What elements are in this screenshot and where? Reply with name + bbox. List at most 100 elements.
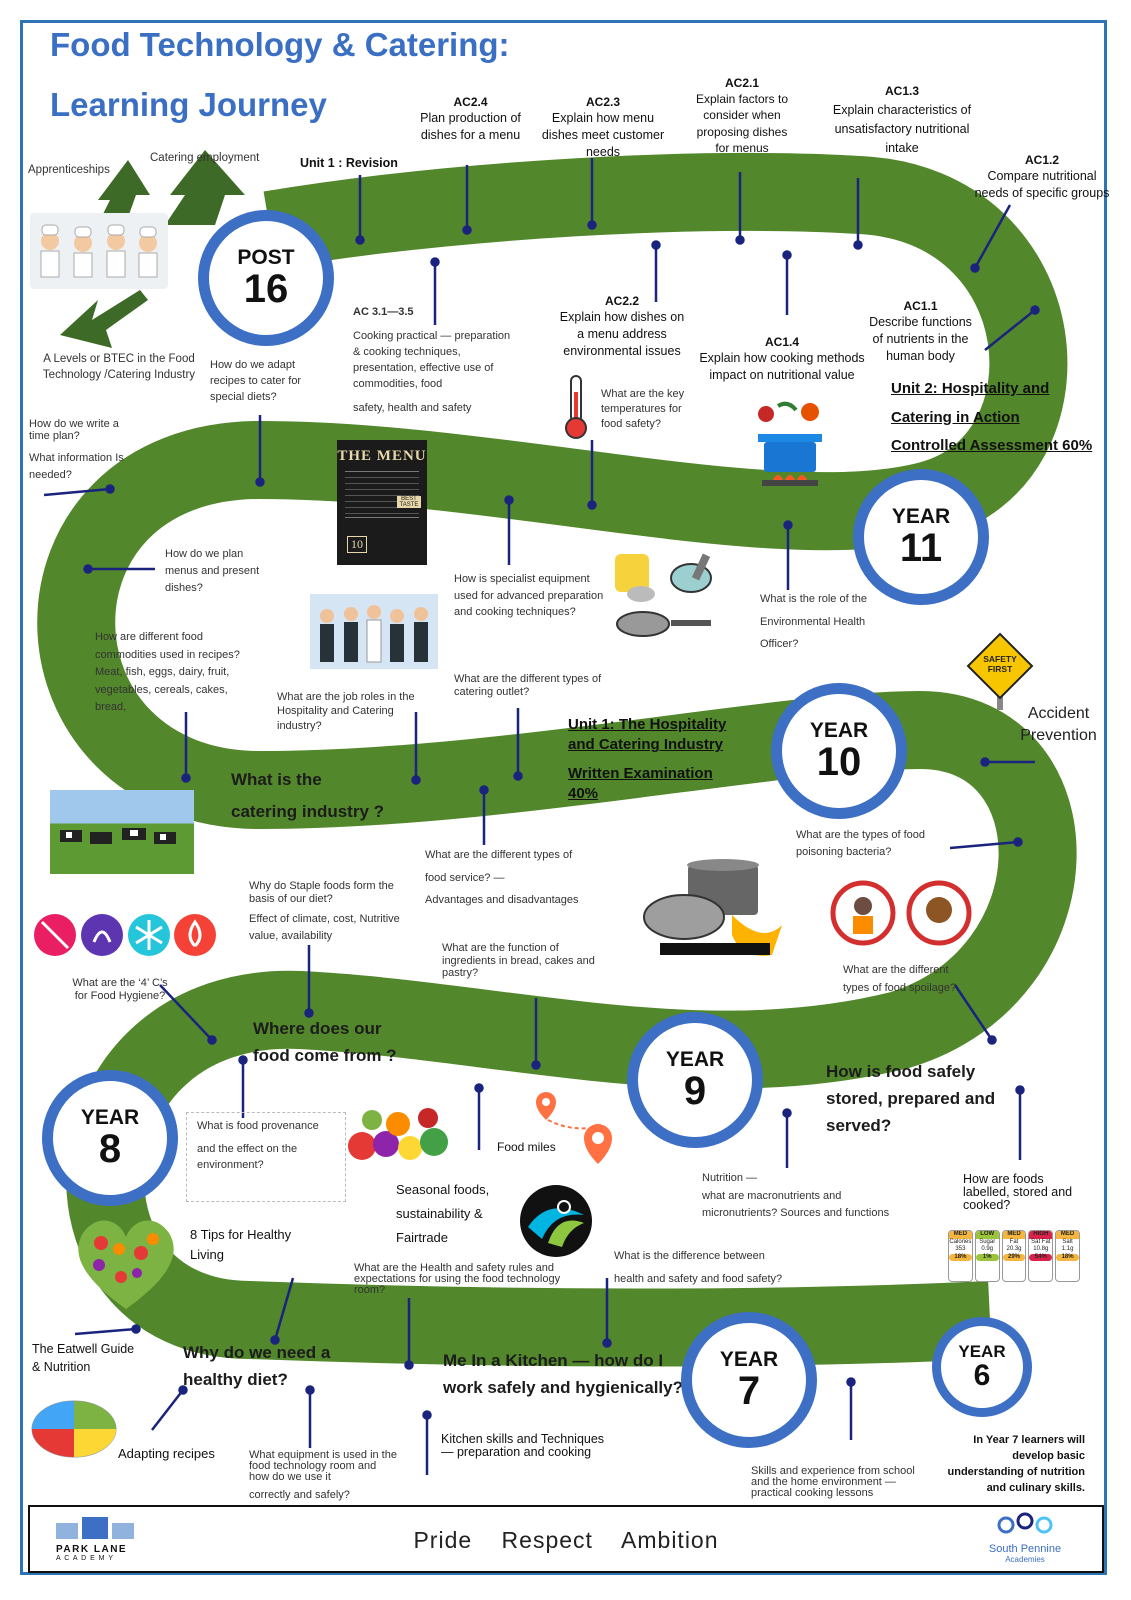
badge-year6-l1: YEAR xyxy=(958,1341,1006,1361)
q-timeplan: How do we write a time plan? What inform… xyxy=(29,418,134,483)
q-timeplan-1: How do we write a time plan? xyxy=(29,418,119,443)
unit2-line2: Catering in Action xyxy=(891,408,1020,426)
ac11-text: Describe functions of nutrients in the h… xyxy=(869,315,972,363)
ac23-text: Explain how menu dishes meet customer ne… xyxy=(541,111,665,159)
what-is-catering-l1: What is the xyxy=(231,770,322,789)
eatwell-plate-image xyxy=(30,1398,118,1460)
ac12-code: AC1.2 xyxy=(1024,153,1059,167)
q-staple: Why do Staple foods form the basis of ou… xyxy=(249,880,409,945)
q-spoilage: What are the different types of food spo… xyxy=(843,964,957,995)
kitchen-l1: Me In a Kitchen — how do I xyxy=(443,1351,664,1370)
q-4cs: What are the ‘4’ C’s for Food Hygiene? xyxy=(72,977,168,1002)
badge-year10-l1: YEAR xyxy=(809,718,869,742)
where-food-from-l1: Where does our xyxy=(253,1019,382,1038)
ac23-code: AC2.3 xyxy=(585,95,620,109)
q-commodities: How are different food commodities used … xyxy=(95,631,240,714)
food-label-name: Calories xyxy=(949,1238,972,1245)
q-adapt-recipes: How do we adapt recipes to cater for spe… xyxy=(210,359,302,403)
cooking-pot-icon xyxy=(748,400,832,495)
motto: Pride Respect Ambition xyxy=(413,1527,719,1553)
badge-year9-l1: YEAR xyxy=(665,1047,725,1071)
alevels-label: A Levels or BTEC in the Food Technology … xyxy=(42,353,196,381)
ac31: AC 3.1—3.5 Cooking practical — preparati… xyxy=(353,305,513,417)
healthy-l2: healthy diet? xyxy=(183,1370,288,1390)
menu-image: THE MENU BEST TASTE 10 xyxy=(337,440,427,565)
food-label-pct: 1% xyxy=(975,1253,999,1261)
me-in-kitchen: Me In a Kitchen — how do I work safely a… xyxy=(443,1347,683,1401)
accident-prevention: Accident Prevention xyxy=(1020,705,1097,745)
ac31-text2: safety, health and safety xyxy=(353,401,472,414)
food-label-lvl: MED xyxy=(1002,1231,1026,1239)
unit1-line4: 40% xyxy=(568,784,599,802)
vegetables-image xyxy=(342,1098,460,1166)
skills-experience: Skills and experience from school and th… xyxy=(751,1465,915,1499)
catering-employment-label: Catering employment xyxy=(150,152,260,164)
unit2-title: Unit 2: Hospitality and Catering in Acti… xyxy=(891,375,1092,461)
q-plan-menus: How do we plan menus and present dishes? xyxy=(165,548,260,595)
food-label-name: Sat Fat xyxy=(1031,1238,1051,1245)
park-lane-icon xyxy=(56,1517,134,1539)
food-label-lvl: MED xyxy=(1056,1231,1079,1239)
q-catering-outlets: What are the different types of catering… xyxy=(454,673,602,698)
q-hs-rules: What are the Health and safety rules and… xyxy=(354,1262,561,1296)
food-label-val: 353 xyxy=(955,1246,966,1252)
ac21-code: AC2.1 xyxy=(724,76,759,90)
badge-year8-l1: YEAR xyxy=(80,1105,140,1129)
q-food-service-3: Advantages and disadvantages xyxy=(425,894,579,907)
cows-image xyxy=(50,790,194,874)
badge-year8: YEAR 8 xyxy=(42,1070,178,1206)
q-nutrition: Nutrition — what are macronutrients and … xyxy=(702,1170,922,1223)
badge-year10-l2: 10 xyxy=(816,739,862,784)
ac12-text: Compare nutritional needs of specific gr… xyxy=(974,169,1110,201)
q-provenance-1: What is food provenance xyxy=(197,1120,319,1132)
page-subtitle: Learning Journey xyxy=(50,86,327,123)
food-label-val: 0.9g xyxy=(981,1246,994,1252)
ac14-code: AC1.4 xyxy=(764,335,799,349)
ac13-code: AC1.3 xyxy=(884,84,919,98)
q-equipment-1: What equipment is used in the food techn… xyxy=(249,1449,397,1483)
healthy-l1: Why do we need a xyxy=(183,1343,331,1362)
food-label-pct: 18% xyxy=(949,1253,972,1261)
q-temperatures: What are the key temperatures for food s… xyxy=(601,388,685,430)
eight-tips: 8 Tips for Healthy Living xyxy=(190,1227,292,1262)
q-hs-diff-1: What is the difference between xyxy=(614,1250,765,1262)
job-roles-image xyxy=(310,594,438,669)
page-title: Food Technology & Catering: xyxy=(50,26,510,63)
food-miles-pins xyxy=(530,1090,620,1170)
seasonal-foods: Seasonal foods, sustainability & Fairtra… xyxy=(396,1178,489,1250)
park-lane-logo: PARK LANE A C A D E M Y xyxy=(56,1515,136,1562)
unit2-line1: Unit 2: Hospitality and xyxy=(891,380,1050,397)
food-label-lvl: HIGH xyxy=(1029,1231,1053,1239)
ac22-code: AC2.2 xyxy=(604,294,639,308)
q-hs-difference: What is the difference between health an… xyxy=(614,1245,814,1291)
q-nutrition-1: Nutrition — xyxy=(702,1172,758,1184)
unit1-line3: Written Examination xyxy=(568,764,713,782)
ac21-text: Explain factors to consider when proposi… xyxy=(695,92,789,155)
unit1-title: Unit 1: The Hospitality and Catering Ind… xyxy=(568,715,726,804)
kitchen-skills: Kitchen skills and Techniques — preparat… xyxy=(441,1432,605,1460)
q-provenance: What is food provenance and the effect o… xyxy=(186,1112,346,1202)
food-label-pct: 54% xyxy=(1029,1253,1053,1261)
hygiene-icons xyxy=(32,912,218,958)
kitchen-l2: work safely and hygienically? xyxy=(443,1378,683,1398)
heart-fruit-image xyxy=(71,1213,181,1313)
q-food-service-1: What are the different types of xyxy=(425,849,573,861)
seasonal-2: sustainability & xyxy=(396,1206,483,1222)
q-provenance-2: and the effect on the environment? xyxy=(197,1143,298,1171)
trust-name: South Pennine xyxy=(988,1543,1062,1555)
badge-year6: YEAR 6 xyxy=(932,1317,1032,1417)
south-pennine-logo: South Pennine Academies xyxy=(970,1511,1080,1564)
q-timeplan-2: What information Is needed? xyxy=(29,452,124,481)
menu-number: 10 xyxy=(347,536,367,553)
south-pennine-icon xyxy=(997,1512,1053,1534)
